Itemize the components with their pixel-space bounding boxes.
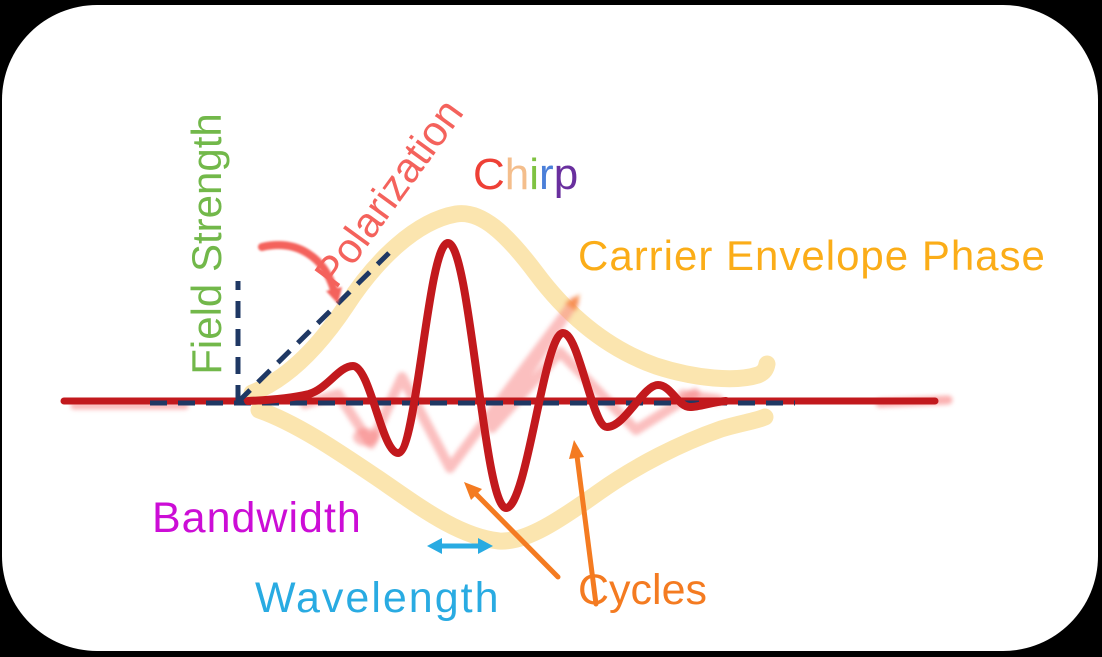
cycles-arrows: [464, 440, 599, 607]
cycles-arrow-right-shaft: [574, 453, 599, 607]
envelope-top-curve: [243, 205, 776, 402]
wavelength-arrowhead-right: [478, 538, 493, 554]
carrier-envelope-phase-label: Carrier Envelope Phase: [578, 232, 1046, 279]
wavelength-arrowhead-left: [427, 538, 442, 554]
cycles-arrowhead-left-icon: [464, 482, 482, 500]
chirp-letter-i: i: [529, 150, 540, 199]
chirp-label: Chirp: [473, 150, 578, 200]
chirp-scribble-arrowhead-icon: [565, 294, 580, 311]
envelope-curves: [243, 205, 776, 550]
chirp-letter-r: r: [539, 150, 554, 199]
chirp-scribble-path: [300, 297, 700, 473]
chirp-letter-c: C: [473, 150, 505, 199]
carrier-wave: [244, 239, 730, 512]
envelope-bottom-curve: [250, 401, 774, 550]
wavelength-label: Wavelength: [255, 574, 501, 622]
bandwidth-label: Bandwidth: [152, 494, 362, 542]
field-strength-label: Field Strength: [183, 113, 230, 375]
chirp-letter-h: h: [504, 150, 530, 199]
chirp-letter-p: p: [553, 150, 579, 199]
cycles-label: Cycles: [578, 566, 708, 614]
polarization-arrowhead-icon: [326, 287, 342, 304]
polarization-arrow: [258, 241, 342, 304]
cycles-arrow-left-shaft: [473, 491, 561, 580]
polarization-axis-dashed: [236, 251, 391, 404]
cycles-arrowhead-right-icon: [569, 440, 584, 459]
wavelength-double-arrow-icon: [427, 538, 493, 554]
polarization-arrow-shaft: [258, 241, 338, 294]
